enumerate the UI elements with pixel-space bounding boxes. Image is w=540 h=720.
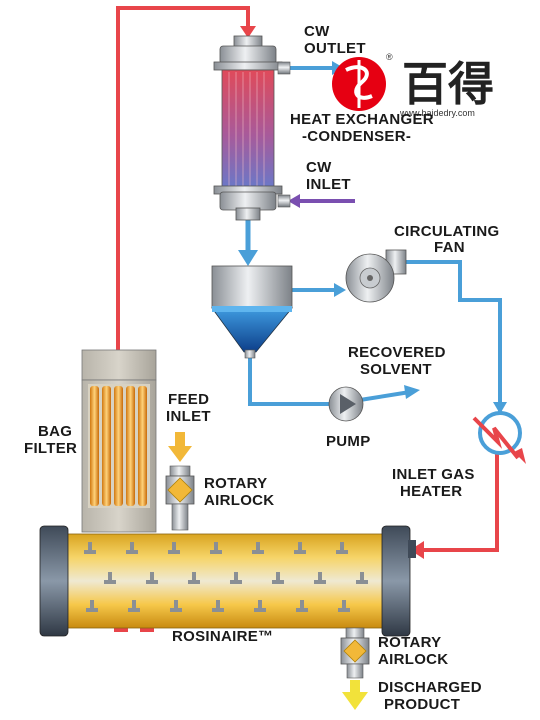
pump bbox=[328, 386, 364, 422]
circulating-fan bbox=[345, 249, 407, 303]
fan-to-heater-arrow bbox=[493, 402, 507, 414]
hot-gas-line bbox=[420, 438, 499, 552]
recovered-solvent-arrow bbox=[404, 385, 420, 399]
brand-logo: ® 百得 www.baidedry.com bbox=[332, 52, 494, 118]
label-fan: FAN bbox=[434, 239, 465, 256]
label-rosinaire: ROSINAIRE™ bbox=[172, 628, 273, 645]
label-heat-exchanger: HEAT EXCHANGER bbox=[290, 111, 434, 128]
brand-name-chinese: 百得 bbox=[402, 57, 494, 111]
heat-exchanger-condenser bbox=[213, 35, 291, 221]
cw-inlet-arrow bbox=[288, 194, 300, 208]
label-bag: BAG bbox=[38, 423, 72, 440]
label-cw-outlet-1: CW bbox=[304, 23, 330, 40]
brand-url: www.baidedry.com bbox=[399, 108, 475, 118]
label-filter: FILTER bbox=[24, 440, 77, 457]
label-cw-inlet-2: INLET bbox=[306, 176, 351, 193]
label-circulating: CIRCULATING bbox=[394, 223, 500, 240]
label-feed-inlet: INLET bbox=[166, 408, 211, 425]
label-inlet-gas: INLET GAS bbox=[392, 466, 475, 483]
rotary-airlock-bottom bbox=[340, 627, 370, 679]
fan-to-heater-line bbox=[404, 260, 502, 412]
label-rotary-top: ROTARY bbox=[204, 475, 267, 492]
label-airlock-bottom: AIRLOCK bbox=[378, 651, 448, 668]
label-airlock-top: AIRLOCK bbox=[204, 492, 274, 509]
recovered-solvent-line bbox=[359, 390, 411, 402]
label-heater: HEATER bbox=[400, 483, 462, 500]
label-cw-outlet-2: OUTLET bbox=[304, 40, 366, 57]
label-cw-inlet-1: CW bbox=[306, 159, 332, 176]
bag-filter bbox=[81, 349, 157, 533]
label-condenser: -CONDENSER- bbox=[302, 128, 411, 145]
label-feed: FEED bbox=[168, 391, 209, 408]
registered-mark: ® bbox=[386, 52, 393, 62]
condensate-arrow bbox=[238, 250, 258, 266]
label-pump: PUMP bbox=[326, 433, 371, 450]
rosinaire-dryer-drum bbox=[39, 525, 416, 637]
label-rotary-bottom: ROTARY bbox=[378, 634, 441, 651]
feed-inlet-arrow bbox=[168, 432, 192, 462]
rotary-airlock-top bbox=[165, 465, 195, 531]
discharge-arrow bbox=[342, 680, 368, 710]
solvent-to-pump-line bbox=[248, 355, 330, 406]
label-recovered: RECOVERED bbox=[348, 344, 446, 361]
label-solvent: SOLVENT bbox=[360, 361, 432, 378]
gas-line-to-condenser bbox=[116, 6, 250, 350]
label-discharged: DISCHARGED bbox=[378, 679, 482, 696]
gas-line-arrow bbox=[240, 26, 256, 38]
inlet-gas-heater bbox=[472, 411, 526, 464]
label-product: PRODUCT bbox=[384, 696, 460, 713]
solvent-separator bbox=[211, 265, 293, 359]
hot-gas-arrow bbox=[410, 541, 424, 559]
gas-to-fan-arrow bbox=[334, 283, 346, 297]
